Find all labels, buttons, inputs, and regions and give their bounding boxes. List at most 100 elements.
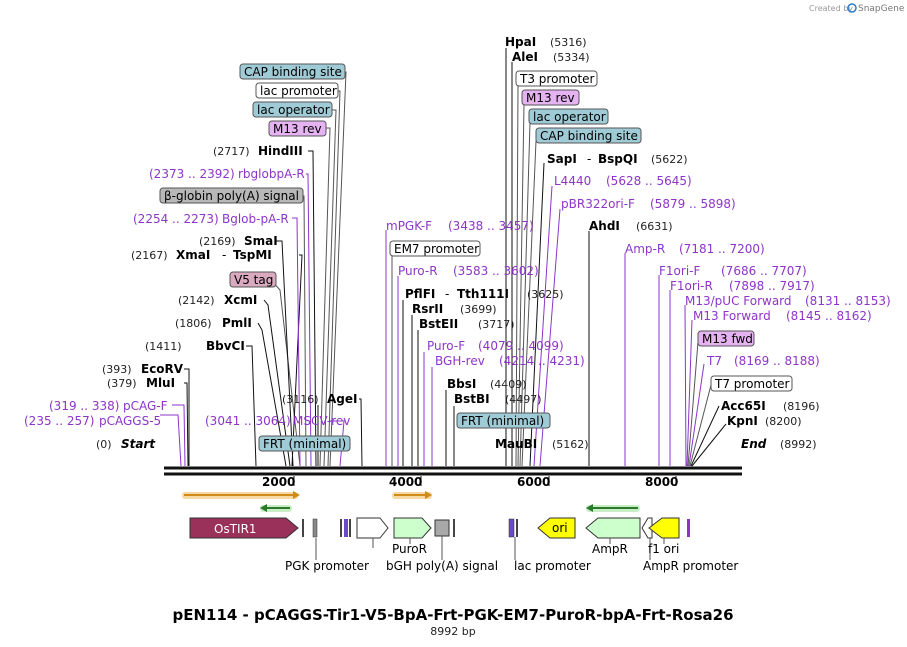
f1ori-f-pos: (7686 .. 7707) bbox=[721, 264, 807, 278]
orf-arrow-left-icon bbox=[260, 504, 267, 512]
m13-rev-left-label: M13 rev bbox=[273, 122, 322, 136]
cap-right-label: CAP binding site bbox=[540, 129, 638, 143]
feature-small-1 bbox=[302, 519, 304, 537]
feature-ampr bbox=[585, 517, 641, 539]
pflfi-pos: (3625) bbox=[527, 288, 564, 301]
ampr-label: AmpR bbox=[592, 542, 628, 556]
bstbi-pos: (4497) bbox=[505, 393, 542, 406]
ahdi-pos: (6631) bbox=[636, 220, 673, 233]
ahdi-label: AhdI bbox=[589, 219, 620, 233]
xcmi-pos: (2142) bbox=[178, 294, 215, 307]
puro-r-label: Puro-R bbox=[398, 264, 438, 278]
bglob-label: Bglob-pA-R bbox=[222, 212, 289, 226]
bsteii-label: BstEII bbox=[419, 317, 458, 331]
sapi-pos: (5622) bbox=[651, 153, 688, 166]
pflfi-label: PflFI bbox=[405, 287, 435, 301]
pmli-label: PmlI bbox=[222, 316, 252, 330]
mpgk-label: mPGK-F bbox=[386, 219, 432, 233]
m13-rev-right-tag: M13 rev bbox=[521, 89, 580, 106]
feature-puror bbox=[393, 517, 432, 539]
feature-small-2 bbox=[312, 518, 318, 538]
feature-ori: ori bbox=[537, 517, 576, 539]
ecorv-label: EcoRV bbox=[141, 362, 184, 376]
xcmi-label: XcmI bbox=[224, 293, 257, 307]
f1ori-label: f1 ori bbox=[648, 542, 679, 556]
rsrii-pos: (3699) bbox=[460, 303, 497, 316]
ruler-tick-8000: 8000 bbox=[645, 475, 678, 489]
rbglobpa-label: rbglobpA-R bbox=[238, 167, 305, 181]
feature-small-6 bbox=[453, 519, 455, 537]
feature-pgk-promoter bbox=[356, 517, 389, 539]
feature-small-5 bbox=[349, 519, 351, 537]
bglob-pos: (2254 .. 2273) bbox=[133, 212, 219, 226]
start-pos: (0) bbox=[96, 438, 112, 451]
map-title: pEN114 - pCAGGS-Tir1-V5-BpA-Frt-PGK-EM7-… bbox=[172, 606, 733, 624]
t7-promoter-label: T7 promoter bbox=[714, 377, 790, 391]
feature-ampr-promoter bbox=[641, 517, 653, 539]
orf-arrow-left-icon bbox=[586, 504, 593, 512]
bsteii-pos: (3717) bbox=[478, 318, 515, 331]
pcaggs5-label: pCAGGS-5 bbox=[99, 414, 161, 428]
hindiii-label: HindIII bbox=[258, 144, 303, 158]
puro-r-pos: (3583 .. 3602) bbox=[453, 264, 539, 278]
bglobin-label: β-globin poly(A) signal bbox=[164, 189, 299, 203]
lac-promoter-left-label: lac promoter bbox=[260, 84, 337, 98]
ampr-promoter-label: AmpR promoter bbox=[643, 559, 738, 573]
bbvci-pos: (1411) bbox=[145, 340, 182, 353]
puro-f-pos: (4079 .. 4099) bbox=[478, 339, 564, 353]
m13puc-pos: (8131 .. 8153) bbox=[805, 294, 891, 308]
rsrii-label: RsrII bbox=[412, 302, 443, 316]
orf-arrows bbox=[182, 491, 640, 512]
lac-operator-left-label: lac operator bbox=[257, 103, 330, 117]
t7-primer-label: T7 bbox=[706, 354, 722, 368]
hpai-label: HpaI bbox=[505, 35, 536, 49]
pbr322-pos: (5879 .. 5898) bbox=[650, 197, 736, 211]
l4440-pos: (5628 .. 5645) bbox=[606, 174, 692, 188]
pcagf-pos: (319 .. 338) bbox=[49, 399, 119, 413]
bgh-label: bGH poly(A) signal bbox=[386, 559, 498, 573]
puro-f-label: Puro-F bbox=[427, 339, 465, 353]
lac-operator-right-label: lac operator bbox=[533, 110, 606, 124]
v5-tag-label: V5 tag bbox=[234, 273, 273, 287]
hpai-pos: (5316) bbox=[550, 36, 587, 49]
orf-arrow-right-icon bbox=[293, 491, 300, 499]
pmli-pos: (1806) bbox=[175, 317, 212, 330]
mscv-label: MSCV-rev bbox=[293, 414, 350, 428]
bgh-rev-label: BGH-rev bbox=[435, 354, 485, 368]
ruler-tick-4000: 4000 bbox=[389, 475, 422, 489]
frt-left-tag: FRT (minimal) bbox=[258, 435, 351, 452]
feature-small-8 bbox=[516, 519, 518, 537]
cap-right-tag: CAP binding site bbox=[535, 127, 642, 144]
em7-label: EM7 promoter bbox=[394, 242, 479, 256]
frt-right-label: FRT (minimal) bbox=[461, 414, 544, 428]
f1ori-f-label: F1ori-F bbox=[659, 264, 700, 278]
ruler-tick-6000: 6000 bbox=[517, 475, 550, 489]
pcagf-label: pCAG-F bbox=[123, 399, 168, 413]
bbsi-pos: (4409) bbox=[490, 378, 527, 391]
credit-text: Created by bbox=[809, 4, 853, 13]
frt-right-tag: FRT (minimal) bbox=[456, 412, 551, 429]
ruler-tick-2000: 2000 bbox=[262, 475, 295, 489]
lac-promoter-label: lac promoter bbox=[514, 559, 591, 573]
feature-small-7 bbox=[508, 518, 515, 538]
lac-operator-left-tag: lac operator bbox=[252, 101, 333, 118]
f1ori-r-pos: (7898 .. 7917) bbox=[729, 279, 815, 293]
xmai-pos: (2167) bbox=[131, 249, 168, 262]
map-subtitle: 8992 bp bbox=[430, 625, 475, 638]
start-label: Start bbox=[121, 437, 156, 451]
cap-left-tag: CAP binding site bbox=[239, 63, 346, 80]
sapi-dash: - bbox=[587, 152, 591, 166]
m13fwd-primer-pos: (8145 .. 8162) bbox=[786, 309, 872, 323]
feature-ostir1: OsTIR1 bbox=[189, 517, 299, 539]
xmai-dash: - bbox=[222, 248, 226, 262]
bspqi-label: BspQI bbox=[598, 152, 638, 166]
pbr322-label: pBR322ori-F bbox=[561, 197, 635, 211]
t7-primer-pos: (8169 .. 8188) bbox=[734, 354, 820, 368]
smai-label: SmaI bbox=[244, 234, 278, 248]
feature-leaders bbox=[315, 536, 665, 560]
m13fwd-primer-label: M13 Forward bbox=[693, 309, 771, 323]
t3-promoter-label: T3 promoter bbox=[519, 72, 595, 86]
bstbi-label: BstBI bbox=[454, 392, 490, 406]
alei-label: AleI bbox=[512, 50, 538, 64]
